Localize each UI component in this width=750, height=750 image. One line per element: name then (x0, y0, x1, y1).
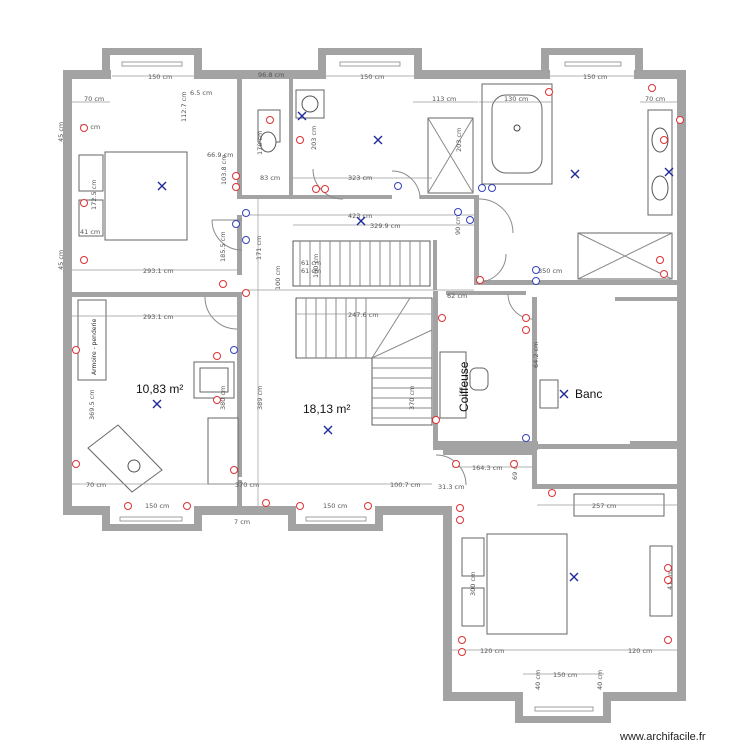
dim-96-8: 96.8 cm (258, 71, 284, 79)
dim-120-b: 120 cm (628, 647, 652, 655)
dim-51: 51 cm (80, 123, 100, 131)
dimension-lines (72, 75, 677, 675)
dim-40-b: 40 cm (596, 670, 604, 690)
interior-walls (72, 79, 684, 507)
wardrobe-left: Armoire - penderie (77, 299, 107, 381)
desk (207, 417, 239, 485)
banc-label: Banc (575, 387, 602, 401)
dim-164-3: 164.3 cm (472, 464, 503, 472)
dimension-labels: 150 cm 150 cm 150 cm 70 cm 70 cm 113 cm … (57, 71, 674, 690)
dim-41: 41 cm (80, 228, 100, 236)
area-center-room: 18,13 m² (303, 402, 350, 416)
rug (87, 424, 163, 493)
dim-203-b: 203 cm (455, 128, 463, 152)
dim-370-b: 370 cm (408, 386, 416, 410)
dim-90: 90 cm (454, 215, 462, 235)
dim-100: 100 cm (274, 266, 282, 290)
dim-40-a: 40 cm (534, 670, 542, 690)
double-sink (647, 109, 673, 216)
dim-61-b: 61 cm (301, 267, 321, 275)
area-left-room: 10,83 m² (136, 382, 183, 396)
armoire-label: Armoire - penderie (91, 318, 98, 375)
dim-top-left-150: 150 cm (148, 73, 172, 81)
dim-31-3: 31.3 cm (438, 483, 464, 491)
dim-150-bm: 150 cm (323, 502, 347, 510)
coiffeuse-table: Coiffeuse (439, 351, 489, 419)
dim-203-a: 203 cm (310, 126, 318, 150)
dim-112-7: 112.7 cm (180, 91, 188, 122)
bench: Banc (539, 379, 602, 409)
toilet (257, 109, 281, 153)
dim-top-mid-150: 150 cm (360, 73, 384, 81)
tv-unit (649, 545, 673, 617)
dim-66-9: 66.9 cm (207, 151, 233, 159)
dim-150-br: 150 cm (553, 671, 577, 679)
dim-257: 257 cm (592, 502, 616, 510)
dim-369-5: 369.5 cm (88, 389, 96, 420)
dim-185-5: 185.5 cm (219, 231, 227, 262)
dim-113: 113 cm (432, 95, 456, 103)
dim-64-2: 64.2 cm (532, 342, 540, 368)
dim-300: 300 cm (469, 572, 477, 596)
shower-tray (427, 117, 474, 194)
dim-7: 7 cm (234, 518, 250, 526)
bed-bottom-right (461, 533, 568, 635)
dim-130: 130 cm (504, 95, 528, 103)
dim-100-7: 100.7 cm (390, 481, 421, 489)
dim-293-1-a: 293.1 cm (143, 267, 174, 275)
dim-329-9: 329.9 cm (370, 222, 401, 230)
dim-6-5: 6.5 cm (190, 89, 212, 97)
credit-text: www.archifacile.fr (619, 731, 706, 743)
sockets (72, 84, 684, 656)
dim-171: 171 cm (255, 236, 263, 260)
dim-top-right-150: 150 cm (583, 73, 607, 81)
dim-247-6: 247.6 cm (348, 311, 379, 319)
dim-150-bl: 150 cm (145, 502, 169, 510)
exterior-walls (63, 48, 686, 723)
dim-83: 83 cm (260, 174, 280, 182)
dim-70-tr: 70 cm (645, 95, 665, 103)
windows (119, 61, 622, 712)
dim-120-a: 120 cm (480, 647, 504, 655)
dim-389: 389 cm (256, 386, 264, 410)
dim-172-5: 172.5 cm (90, 179, 98, 210)
dim-350: 350 cm (538, 267, 562, 275)
dim-45-a: 45 cm (57, 122, 65, 142)
coiffeuse-label: Coiffeuse (457, 361, 471, 412)
dim-70-tl: 70 cm (84, 95, 104, 103)
dim-323: 323 cm (348, 174, 372, 182)
staircase-upper (292, 240, 431, 287)
dim-62: 62 cm (447, 292, 467, 300)
dim-45-b: 45 cm (57, 250, 65, 270)
dim-70-bl: 70 cm (86, 481, 106, 489)
dim-100-stair: 100 cm (312, 254, 320, 278)
dim-103-8: 103.8 cm (220, 154, 228, 185)
small-sink (295, 89, 325, 119)
dim-423: 423 cm (348, 212, 372, 220)
dim-69: 69 cm (511, 460, 519, 480)
room-markers (152, 111, 674, 582)
bathtub (481, 83, 553, 185)
dim-178: 178 cm (256, 131, 264, 155)
dim-370-a: 370 cm (235, 481, 259, 489)
dim-293-1-b: 293.1 cm (143, 313, 174, 321)
staircase-lower (295, 297, 433, 426)
shower-tray-2 (577, 232, 673, 280)
armchair (193, 361, 235, 399)
dim-61-a: 61 cm (301, 259, 321, 267)
dim-380: 380 cm (219, 386, 227, 410)
bed-top-left (78, 151, 188, 241)
